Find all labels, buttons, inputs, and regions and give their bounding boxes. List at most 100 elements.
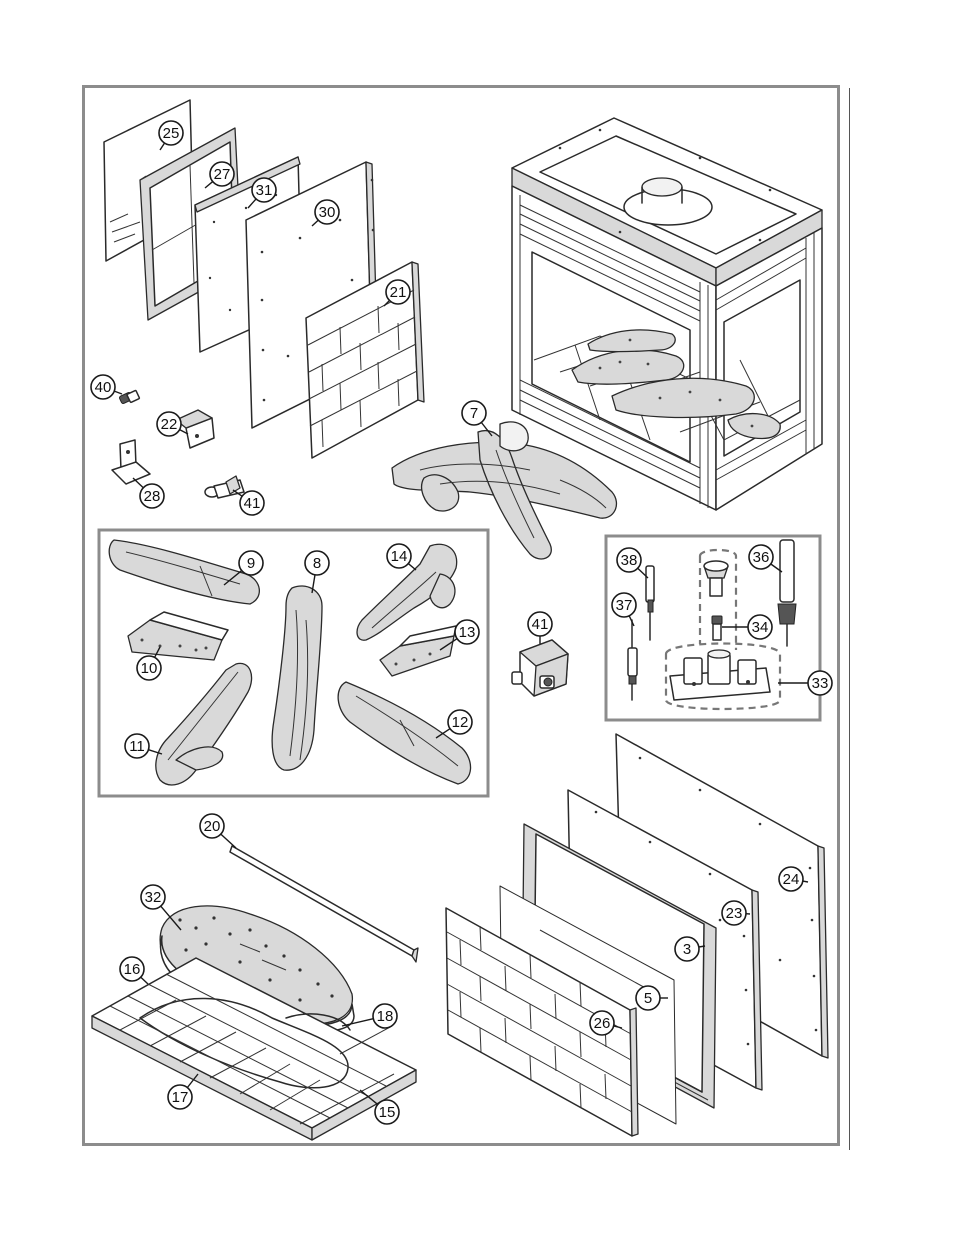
callout-number: 15 — [379, 1104, 396, 1121]
callout-number: 25 — [163, 125, 180, 142]
callout-number: 13 — [459, 624, 476, 641]
callout-number: 27 — [214, 166, 231, 183]
callout-c7: 7 — [461, 400, 493, 437]
log-14 — [356, 543, 458, 641]
diagram-frame — [82, 85, 840, 1146]
callout-circle — [209, 161, 235, 187]
callout-circle — [747, 614, 773, 640]
callout-c13: 13 — [439, 619, 480, 651]
leader-line — [247, 198, 257, 209]
orifice-dashed-group — [664, 548, 782, 711]
callout-number: 26 — [594, 1015, 611, 1032]
callout-c26: 26 — [589, 1010, 623, 1036]
callout-c28: 28 — [132, 477, 165, 509]
leader-line — [311, 574, 316, 594]
callout-c24: 24 — [778, 866, 809, 892]
callout-c31: 31 — [247, 177, 277, 209]
leader-line — [179, 428, 189, 435]
leader-line — [383, 300, 390, 307]
leader-line — [232, 489, 243, 497]
callout-c36: 36 — [748, 544, 783, 573]
tube-36 — [777, 539, 797, 647]
orifice-fitting — [703, 560, 729, 597]
callout-c10: 10 — [136, 646, 162, 681]
callout-circle — [158, 120, 184, 146]
brick-floor — [91, 957, 417, 1141]
leader-line — [407, 563, 417, 571]
callout-c22: 22 — [156, 411, 189, 437]
leader-line — [770, 563, 783, 573]
callout-number: 40 — [95, 379, 112, 396]
callout-c23: 23 — [721, 900, 751, 926]
callout-circle — [589, 1010, 615, 1036]
fireplace-unit — [511, 117, 823, 511]
page-edge-rule — [849, 88, 850, 1150]
callout-c12: 12 — [435, 709, 473, 739]
callout-c32: 32 — [140, 884, 182, 931]
callout-circle — [454, 619, 480, 645]
callout-number: 41 — [532, 616, 549, 633]
callout-circle — [119, 956, 145, 982]
callout-circle — [251, 177, 277, 203]
callout-circle — [124, 733, 150, 759]
leader-line — [114, 390, 123, 395]
bracket-28 — [111, 439, 151, 485]
log-set-7 — [391, 421, 617, 560]
callout-c11: 11 — [124, 733, 163, 759]
callout-number: 3 — [683, 941, 691, 958]
leader-line — [223, 570, 243, 586]
callout-circle — [136, 655, 162, 681]
callout-number: 10 — [141, 660, 158, 677]
thermocouple-37 — [627, 619, 638, 701]
callout-number: 30 — [319, 204, 336, 221]
callout-circle — [314, 199, 340, 225]
leader-line — [439, 638, 458, 651]
gas-valve-41 — [511, 639, 569, 697]
callout-circle — [374, 1099, 400, 1125]
callout-c30: 30 — [311, 199, 340, 227]
callout-number: 14 — [391, 548, 408, 565]
callout-c27: 27 — [204, 161, 235, 189]
leader-line — [359, 1089, 379, 1105]
callout-number: 8 — [313, 555, 321, 572]
callout-circle — [527, 611, 553, 637]
callout-circle — [156, 411, 182, 437]
callout-circle — [238, 550, 264, 576]
callout-number: 17 — [172, 1089, 189, 1106]
leader-line — [159, 142, 166, 151]
callout-circle — [461, 400, 487, 426]
callout-c40: 40 — [90, 374, 123, 400]
callout-c16: 16 — [119, 956, 149, 985]
leader-line — [140, 976, 149, 985]
callout-number: 28 — [144, 488, 161, 505]
callout-circle — [90, 374, 116, 400]
callout-number: 7 — [470, 405, 478, 422]
leader-line — [148, 749, 163, 755]
brick-panel-21 — [305, 261, 425, 459]
callout-circle — [167, 1084, 193, 1110]
screw-40 — [119, 389, 141, 405]
burner-detail-box — [604, 534, 822, 722]
callout-circle — [611, 592, 637, 618]
leader-line — [698, 945, 706, 948]
callout-c9: 9 — [223, 550, 264, 586]
leader-line — [153, 646, 161, 658]
log-detail-box — [97, 528, 490, 798]
callout-c41b: 41 — [527, 611, 553, 644]
log-11 — [155, 662, 253, 786]
leader-line — [802, 880, 809, 883]
log-12 — [337, 681, 472, 785]
callout-number: 11 — [129, 738, 145, 755]
callout-number: 33 — [812, 675, 829, 692]
callout-circle — [386, 543, 412, 569]
callout-circle — [239, 490, 265, 516]
callout-number: 37 — [616, 597, 633, 614]
leader-line — [160, 905, 182, 931]
callout-number: 41 — [244, 495, 261, 512]
leader-line — [220, 833, 237, 849]
callout-number: 21 — [390, 284, 407, 301]
bracket-22 — [175, 409, 215, 449]
leader-line — [628, 615, 635, 627]
callout-c15: 15 — [359, 1089, 400, 1125]
